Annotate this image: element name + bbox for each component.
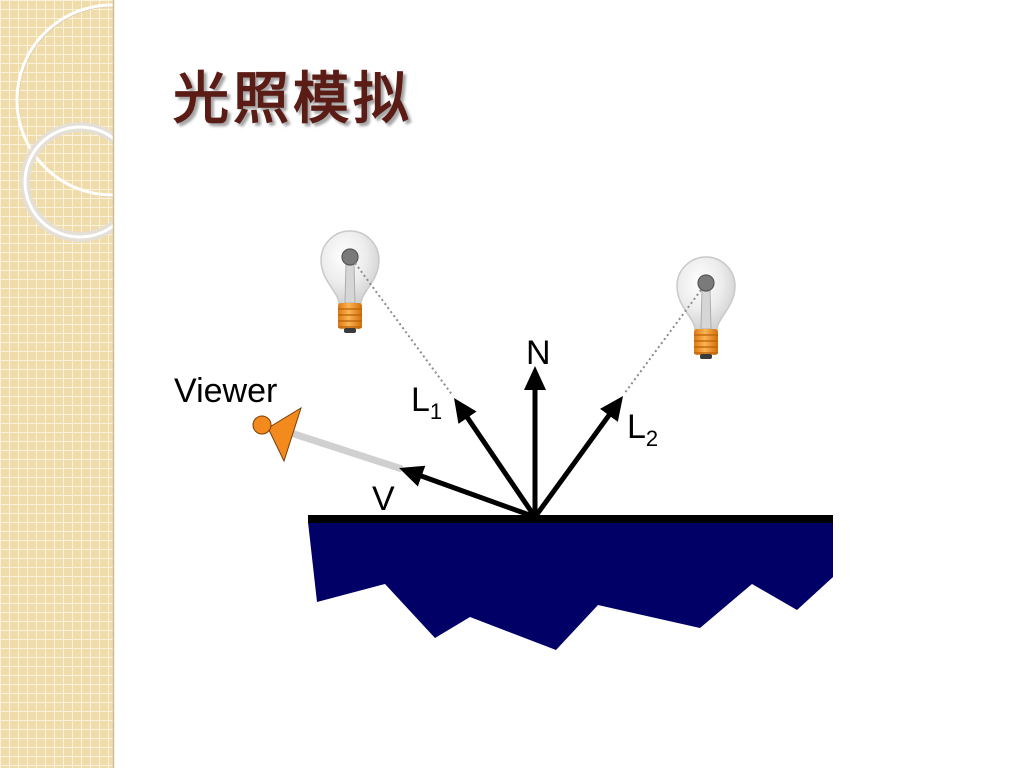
- bulb-screw-base: [694, 329, 718, 359]
- light1-label-subscript: 1: [430, 399, 442, 424]
- bulb-base-contact: [700, 354, 712, 359]
- bulb-base-contact: [344, 328, 356, 333]
- reflective-surface: [308, 515, 833, 650]
- surface-top-edge: [308, 515, 833, 523]
- light1-label: L1: [411, 381, 442, 424]
- normal-label: N: [526, 334, 551, 372]
- bulb-filament: [341, 248, 359, 266]
- view-vector-arrow: [399, 465, 536, 520]
- bulb-filament: [697, 274, 715, 292]
- light1-label-letter: L: [411, 381, 430, 419]
- slide-title: 光照模拟: [173, 67, 413, 132]
- light-bulb-icon: [320, 230, 380, 333]
- surface-body: [308, 522, 833, 650]
- bulb-base-body: [694, 329, 718, 355]
- view-label: V: [372, 480, 395, 518]
- light2-ray: [623, 289, 702, 395]
- light-rays: [354, 262, 702, 397]
- decor-small-ring-highlight: [23, 125, 113, 239]
- view-ray: [286, 428, 404, 473]
- bulb-base-body: [338, 303, 362, 329]
- sidebar-decoration: [0, 0, 115, 768]
- light1-vector-arrow: [454, 397, 538, 519]
- light2-label: L2: [627, 408, 658, 451]
- light2-label-subscript: 2: [646, 426, 658, 451]
- vector-arrows: [399, 366, 624, 520]
- light2-label-letter: L: [627, 408, 646, 446]
- light2-vector-arrow: [532, 395, 624, 519]
- bulb-screw-base: [338, 303, 362, 333]
- viewer-cone: [267, 406, 302, 463]
- bulb-base-threads: [338, 308, 362, 328]
- bulb-stem: [700, 288, 712, 330]
- viewer-eye: [252, 415, 272, 435]
- viewer-label: Viewer: [174, 372, 277, 410]
- bulb-base-threads: [694, 334, 718, 354]
- viewer-eye-icon: [252, 406, 404, 473]
- decor-large-ring: [15, 3, 113, 197]
- sidebar-rings: [15, 3, 113, 242]
- bulb-stem: [344, 262, 356, 304]
- light-bulb-icon: [676, 256, 736, 359]
